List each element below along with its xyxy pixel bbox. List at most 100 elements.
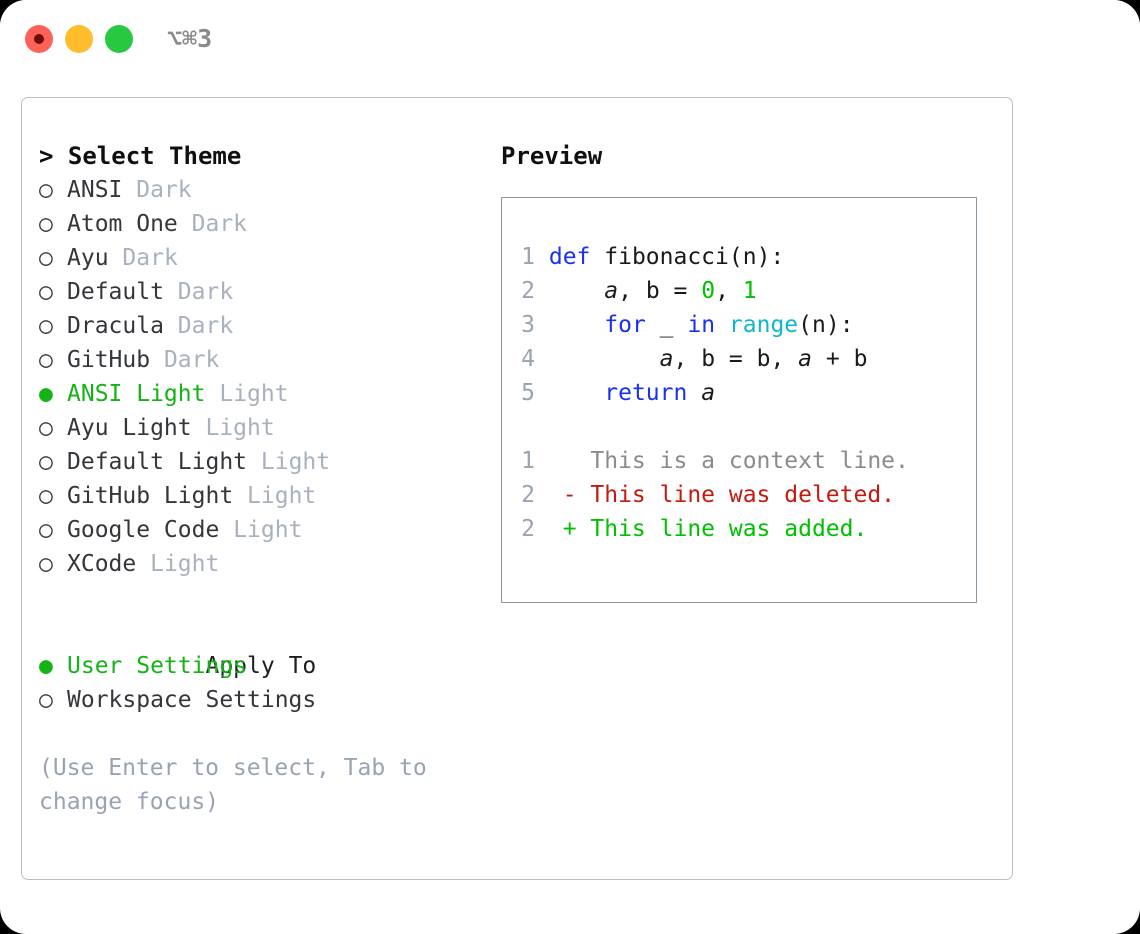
theme-spacer [164,279,178,305]
radio-unselected-icon[interactable]: ○ [39,279,53,305]
code-token-plain [549,346,660,372]
theme-name: Atom One [67,211,178,237]
theme-name: Default Light [67,449,248,475]
code-token-num: 0 [701,278,716,304]
radio-unselected-icon[interactable]: ○ [39,347,53,373]
theme-name: Google Code [67,517,220,543]
theme-spacer [219,517,233,543]
close-button[interactable] [25,25,53,53]
code-token-plain: b [756,346,771,372]
radio-unselected-icon[interactable]: ○ [39,483,53,509]
theme-list-item[interactable]: ○GitHub Light Light [39,479,479,513]
maximize-button[interactable] [105,25,133,53]
line-number: 1 [521,448,535,474]
theme-variant-label: Light [205,415,275,441]
theme-variant-label: Dark [136,177,192,203]
theme-variant-label: Dark [191,211,248,237]
diff-text: This is a context line. [576,448,909,474]
apply-to-section: Apply To ●User Settings○Workspace Settin… [39,615,479,717]
code-line: 5 return a [513,376,970,410]
content-panel: > Select Theme ○ANSI Dark○Atom One Dark○… [21,97,1013,880]
theme-list-item[interactable]: ○Ayu Dark [39,241,479,275]
theme-name: XCode [67,551,137,577]
theme-variant-label: Dark [177,313,234,339]
theme-list-item[interactable]: ○XCode Light [39,547,479,581]
theme-list-item[interactable]: ○ Atom One Dark [39,207,479,241]
title-bar: ⌥⌘3 [0,0,1140,78]
code-token-plain: = [659,278,702,304]
line-number-gap [535,380,549,406]
apply-to-options: ●User Settings○Workspace Settings [39,649,479,717]
theme-spacer [136,551,150,577]
code-token-plain [715,312,729,338]
radio-selected-icon[interactable]: ● [39,653,53,679]
apply-to-option[interactable]: ○Workspace Settings [39,683,479,717]
line-number-gap [535,312,549,338]
theme-list-item[interactable]: ○ Ayu Light Light [39,411,479,445]
code-token-plain: _ [645,312,688,338]
radio-unselected-icon[interactable]: ○ [39,449,53,475]
code-token-plain: (n): [798,312,854,338]
code-token-plain: = [715,346,757,372]
theme-list-item[interactable]: ○Default Dark [39,275,479,309]
code-token-plain [549,380,604,406]
radio-unselected-icon[interactable]: ○ [39,313,53,339]
minimize-button[interactable] [65,25,93,53]
diff-sample: 1 This is a context line. 2 - This line w… [513,444,970,546]
code-line: 4 a, b = b, a + b [513,342,970,376]
diff-line: 2 + This line was added. [513,512,970,546]
theme-list-item[interactable]: ●ANSI Light Light [39,377,479,411]
line-number-gap [535,346,549,372]
code-token-var: a [701,380,716,406]
code-token-plain: , [618,278,646,304]
code-token-plain: b [701,346,716,372]
code-token-plain: , [715,278,743,304]
code-token-plain [687,380,701,406]
radio-unselected-icon[interactable]: ○ [39,211,53,237]
theme-name: Default [67,279,164,305]
code-token-plain: b [853,346,868,372]
radio-unselected-icon[interactable]: ○ [39,517,53,543]
theme-list-item[interactable]: ○ Google Code Light [39,513,479,547]
code-token-kw: for [604,312,646,338]
line-number: 2 [521,516,535,542]
theme-variant-label: Light [233,517,303,543]
line-number: 2 [521,482,535,508]
diff-line: 2 - This line was deleted. [513,478,970,512]
radio-selected-icon[interactable]: ● [39,381,53,407]
theme-name: Ayu Light [67,415,192,441]
code-token-kw: in [687,312,716,338]
theme-spacer [192,415,206,441]
theme-list-item[interactable]: ○Dracula Dark [39,309,479,343]
theme-variant-label: Light [247,483,317,509]
theme-spacer [233,483,247,509]
radio-unselected-icon[interactable]: ○ [39,245,53,271]
diff-text: This line was deleted. [576,482,896,508]
theme-selector-column: > Select Theme ○ANSI Dark○Atom One Dark○… [39,139,479,819]
code-line: 1 def fibonacci(n): [513,240,970,274]
code-token-fn: range [728,312,799,338]
code-line: 2 a, b = 0, 1 [513,274,970,308]
apply-to-option[interactable]: ●User Settings [39,649,479,683]
theme-spacer [122,177,136,203]
radio-unselected-icon[interactable]: ○ [39,551,53,577]
diff-sign: - [535,482,577,508]
radio-unselected-icon[interactable]: ○ [39,177,53,203]
line-number: 4 [521,346,535,372]
code-token-plain: , [673,346,702,372]
theme-variant-label: Light [219,381,289,407]
radio-unselected-icon[interactable]: ○ [39,415,53,441]
theme-list-item[interactable]: ○ANSI Dark [39,173,479,207]
code-token-plain: fibonacci(n): [604,244,785,270]
recording-dot-icon [34,34,44,44]
theme-variant-label: Dark [163,347,220,373]
theme-list-item[interactable]: ○GitHub Dark [39,343,479,377]
theme-list-item[interactable]: ○Default Light Light [39,445,479,479]
code-diff-spacer [513,410,970,444]
radio-unselected-icon[interactable]: ○ [39,687,53,713]
preview-column: Preview 1 def fibonacci(n):2 a, b = 0, 1… [501,139,991,603]
diff-sign [535,448,577,474]
code-token-var: a [798,346,813,372]
